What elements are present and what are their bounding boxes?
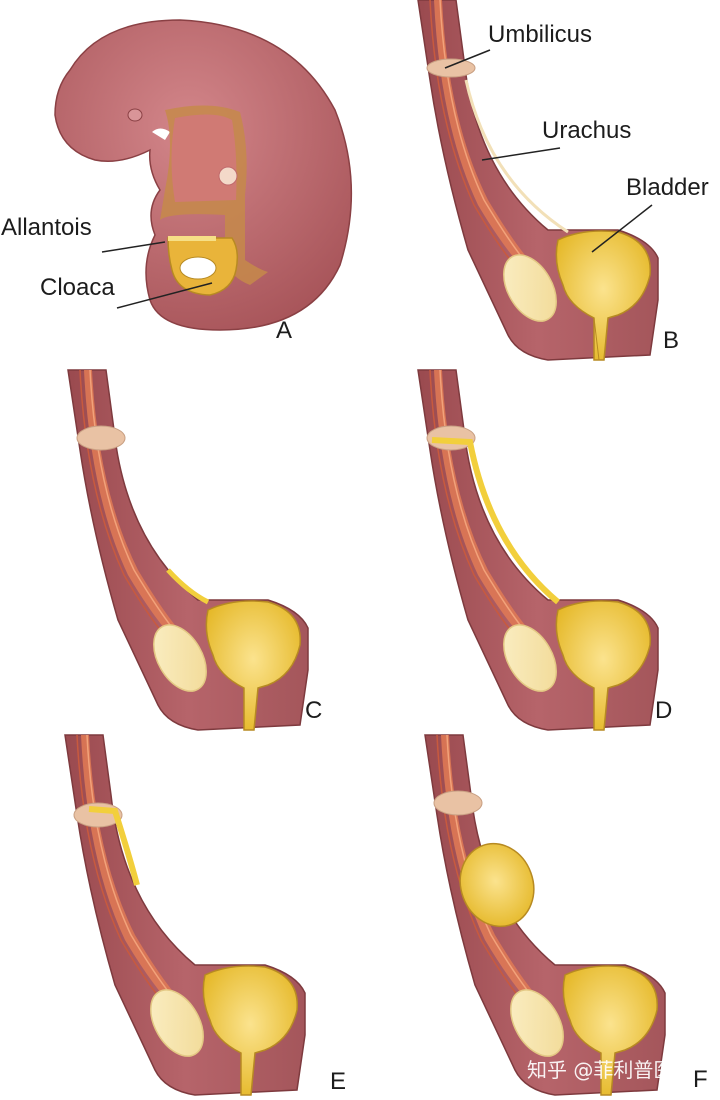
- bladder: [555, 600, 651, 731]
- panel-label-a: A: [276, 317, 292, 344]
- panel-label-c: C: [305, 697, 322, 724]
- panel-d: D: [417, 369, 672, 731]
- urachal-cyst: [459, 842, 535, 928]
- bladder: [202, 965, 298, 1096]
- umbilicus: [433, 790, 483, 816]
- urachus-leader: [481, 147, 561, 161]
- yolk-stalk: [218, 166, 238, 186]
- bladder: [562, 965, 658, 1096]
- urachal-sinus: [88, 806, 140, 886]
- cloaca-leader: [116, 282, 213, 309]
- urachal-remnant: [166, 568, 210, 605]
- allantois-leader: [101, 241, 166, 253]
- panel-e: E: [64, 734, 346, 1096]
- urachus-label: Urachus: [542, 117, 631, 144]
- panel-c: C: [67, 369, 322, 731]
- panel-b: B: [417, 0, 679, 361]
- patent-urachus: [431, 437, 560, 605]
- watermark-text: 知乎 @菲利普医生: [527, 1058, 693, 1082]
- urachus-cord: [464, 79, 569, 234]
- panel-a-embryo: [54, 19, 353, 331]
- otic-pit: [127, 108, 143, 122]
- umbilicus: [76, 425, 126, 451]
- umbilicus: [426, 58, 476, 78]
- cloaca-label: Cloaca: [40, 274, 115, 301]
- bladder-label: Bladder: [626, 174, 709, 201]
- panel-f: F: [424, 734, 708, 1096]
- umbilicus-leader: [444, 49, 491, 69]
- panel-label-f: F: [693, 1066, 708, 1093]
- panel-label-b: B: [663, 327, 679, 354]
- cloacal-lumen: [179, 256, 217, 280]
- allantois: [168, 236, 216, 241]
- panel-label-e: E: [330, 1068, 346, 1095]
- bladder: [205, 600, 301, 731]
- gut-lumen: [171, 114, 237, 202]
- bladder-leader: [591, 204, 653, 253]
- umbilicus-label: Umbilicus: [488, 21, 592, 48]
- allantois-label: Allantois: [1, 214, 92, 241]
- oral-opening: [152, 128, 170, 140]
- panel-label-d: D: [655, 697, 672, 724]
